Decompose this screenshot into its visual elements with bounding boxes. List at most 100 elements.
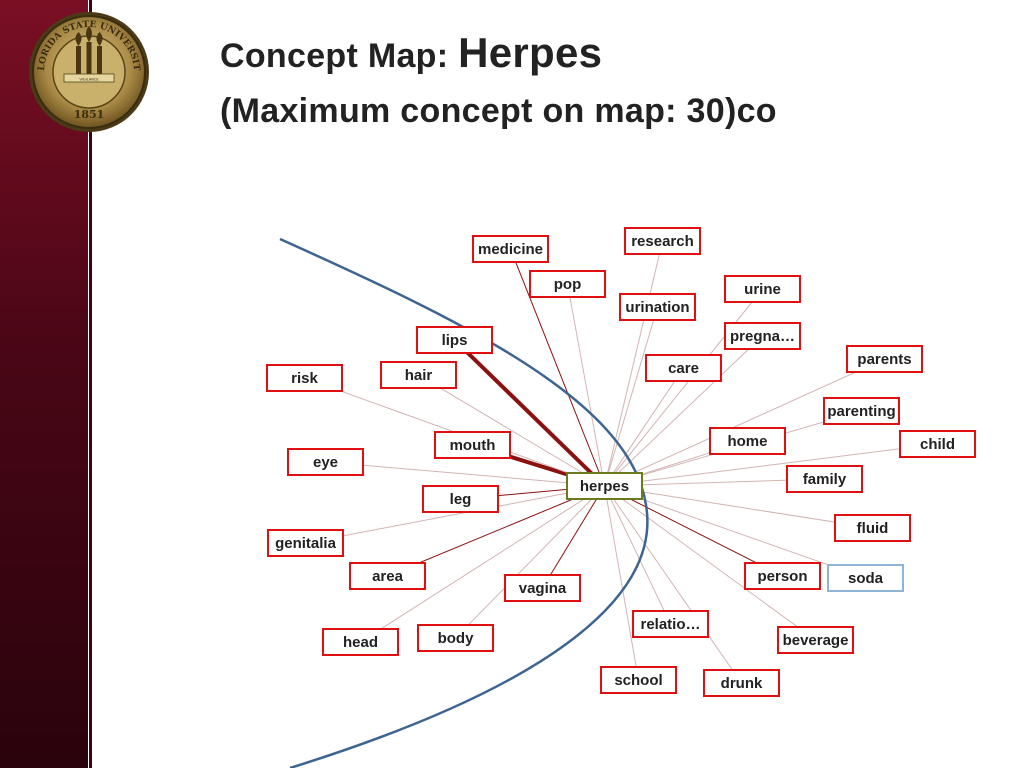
node-label: genitalia	[275, 535, 337, 552]
concept-node-pregna[interactable]: pregna…	[724, 322, 801, 350]
link-research	[604, 240, 663, 487]
node-label: head	[343, 634, 378, 651]
link-genitalia	[305, 485, 605, 544]
node-label: soda	[848, 570, 884, 587]
concept-node-vagina[interactable]: vagina	[504, 574, 581, 602]
node-box	[786, 465, 863, 493]
link-fluid	[604, 485, 873, 529]
node-label: herpes	[580, 478, 629, 495]
university-seal-logo: FLORIDA STATE UNIVERSITY VIGILANCE 1851	[24, 10, 149, 132]
concept-node-fluid[interactable]: fluid	[834, 514, 911, 542]
concept-node-genitalia[interactable]: genitalia	[267, 529, 344, 557]
node-box	[600, 666, 677, 694]
node-box	[416, 326, 493, 354]
concept-node-relatio[interactable]: relatio…	[632, 610, 709, 638]
link-soda	[604, 485, 866, 579]
node-box	[504, 574, 581, 602]
node-label: hair	[405, 367, 433, 384]
node-label: child	[920, 436, 955, 453]
node-label: person	[757, 568, 807, 585]
node-box	[422, 485, 499, 513]
sidebar-divider	[89, 0, 92, 768]
node-label: research	[631, 233, 694, 250]
title-subtitle: (Maximum concept on map: 30)co	[220, 92, 777, 130]
title-prefix: Concept Map:	[220, 37, 459, 75]
node-label: fluid	[857, 520, 889, 537]
node-label: body	[438, 630, 474, 647]
node-box	[322, 628, 399, 656]
concept-node-head[interactable]: head	[322, 628, 399, 656]
node-label: parents	[857, 351, 911, 368]
concept-node-mouth[interactable]: mouth	[434, 431, 511, 459]
node-box	[267, 529, 344, 557]
concept-node-child[interactable]: child	[899, 430, 976, 458]
node-label: area	[372, 568, 404, 585]
node-box	[566, 472, 643, 500]
link-head	[360, 485, 605, 643]
node-box	[703, 669, 780, 697]
link-care	[604, 367, 684, 487]
node-box	[434, 431, 511, 459]
concept-node-body[interactable]: body	[417, 624, 494, 652]
node-box	[724, 275, 801, 303]
node-box	[624, 227, 701, 255]
concept-node-family[interactable]: family	[786, 465, 863, 493]
node-label: mouth	[450, 437, 496, 454]
concept-node-parents[interactable]: parents	[846, 345, 923, 373]
concept-node-soda[interactable]: soda	[827, 564, 904, 592]
concept-node-hair[interactable]: hair	[380, 361, 457, 389]
concept-node-drunk[interactable]: drunk	[703, 669, 780, 697]
node-box	[529, 270, 606, 298]
concept-node-area[interactable]: area	[349, 562, 426, 590]
node-box	[287, 448, 364, 476]
svg-text:1851: 1851	[74, 108, 105, 121]
concept-node-home[interactable]: home	[709, 427, 786, 455]
node-label: relatio…	[640, 616, 700, 633]
node-label: risk	[291, 370, 318, 387]
concept-node-leg[interactable]: leg	[422, 485, 499, 513]
node-box	[472, 235, 549, 263]
node-label: urine	[744, 281, 781, 298]
link-eye	[325, 461, 605, 487]
node-layer: medicine research pop urine urination pregna……	[266, 227, 976, 697]
link-school	[604, 485, 639, 681]
node-box	[619, 293, 696, 321]
node-label: lips	[442, 332, 468, 349]
concept-node-eye[interactable]: eye	[287, 448, 364, 476]
link-hair	[418, 374, 605, 487]
concept-node-herpes[interactable]: herpes	[566, 472, 643, 500]
link-relatio	[604, 485, 671, 625]
node-box	[899, 430, 976, 458]
node-box	[266, 364, 343, 392]
page-title: Concept Map: Herpes (Maximum concept on …	[220, 28, 777, 141]
node-box	[834, 514, 911, 542]
link-vagina	[542, 485, 605, 589]
node-label: drunk	[721, 675, 763, 692]
concept-node-urination[interactable]: urination	[619, 293, 696, 321]
concept-node-parenting[interactable]: parenting	[823, 397, 900, 425]
node-label: pregna…	[730, 328, 795, 345]
concept-node-care[interactable]: care	[645, 354, 722, 382]
title-topic: Herpes	[458, 29, 603, 76]
concept-node-lips[interactable]: lips	[416, 326, 493, 354]
boundary-curve	[279, 237, 649, 768]
node-box	[380, 361, 457, 389]
concept-node-urine[interactable]: urine	[724, 275, 801, 303]
concept-node-school[interactable]: school	[600, 666, 677, 694]
node-label: urination	[625, 299, 689, 316]
concept-node-research[interactable]: research	[624, 227, 701, 255]
node-box	[709, 427, 786, 455]
node-box	[645, 354, 722, 382]
concept-node-risk[interactable]: risk	[266, 364, 343, 392]
concept-node-medicine[interactable]: medicine	[472, 235, 549, 263]
link-area	[387, 485, 605, 577]
node-box	[777, 626, 854, 654]
node-label: eye	[313, 454, 338, 471]
concept-node-pop[interactable]: pop	[529, 270, 606, 298]
node-label: care	[668, 360, 699, 377]
node-box	[349, 562, 426, 590]
concept-node-person[interactable]: person	[744, 562, 821, 590]
link-pop	[567, 283, 605, 487]
concept-node-beverage[interactable]: beverage	[777, 626, 854, 654]
